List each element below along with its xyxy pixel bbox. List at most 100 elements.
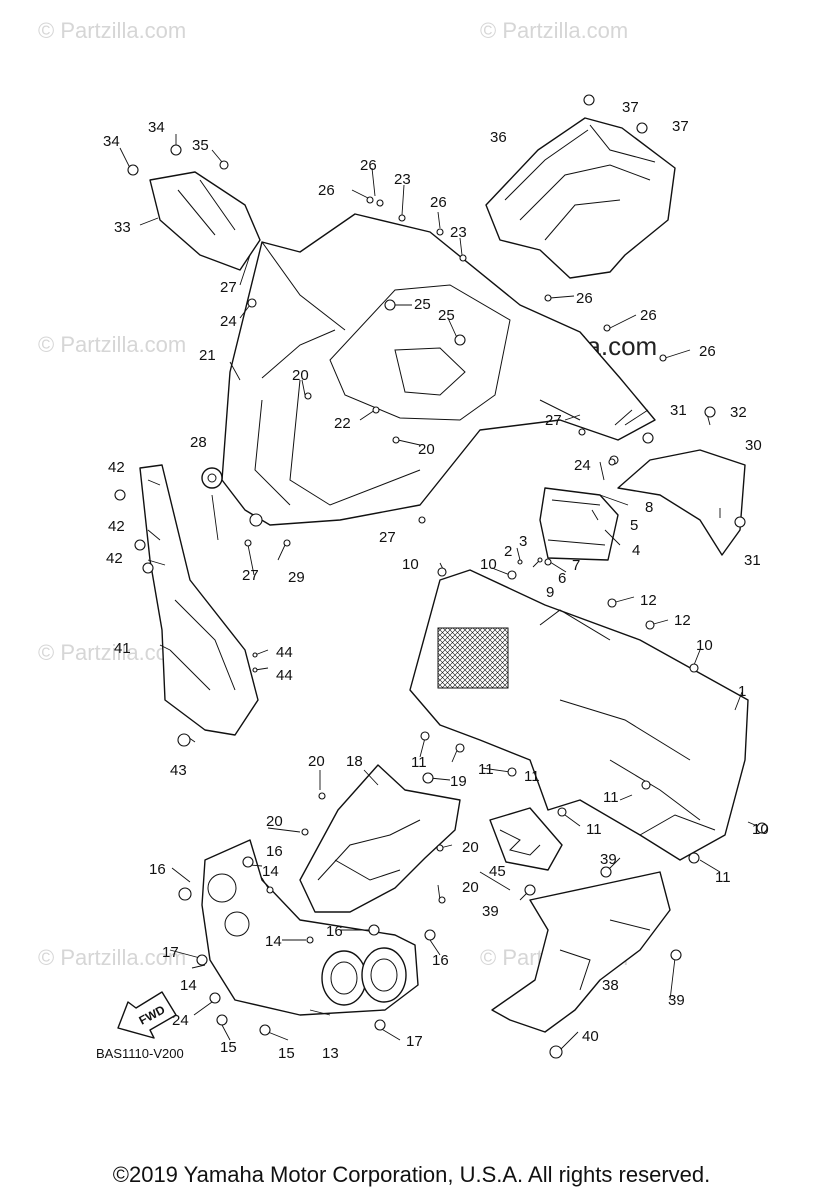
callout-23: 23 <box>394 171 411 188</box>
bolt-icon <box>259 1024 271 1036</box>
callout-20: 20 <box>266 813 283 830</box>
callout-40: 40 <box>582 1028 599 1045</box>
callout-25: 25 <box>438 307 455 324</box>
watermark: © Partzilla.com <box>38 640 186 665</box>
callout-30: 30 <box>745 437 762 454</box>
part-36-cowl-cover <box>485 117 676 279</box>
callout-17: 17 <box>162 944 179 961</box>
bolt-icon <box>114 489 126 501</box>
callout-10: 10 <box>752 821 769 838</box>
bolt-icon <box>549 1045 563 1059</box>
clip-icon <box>366 196 374 204</box>
clip-icon <box>244 539 252 547</box>
callout-23: 23 <box>450 224 467 241</box>
callout-42: 42 <box>108 459 125 476</box>
callout-45: 45 <box>489 863 506 880</box>
callout-10: 10 <box>696 637 713 654</box>
bolt-icon <box>507 767 517 777</box>
callout-27: 27 <box>220 279 237 296</box>
callout-31: 31 <box>670 402 687 419</box>
clip-icon <box>436 228 444 236</box>
callout-11: 11 <box>524 768 540 785</box>
screw-icon <box>642 432 654 444</box>
callout-2: 2 <box>504 543 512 560</box>
callout-11: 11 <box>411 754 427 771</box>
callout-27: 27 <box>242 567 259 584</box>
bolt-icon <box>641 780 651 790</box>
callout-37: 37 <box>672 118 689 135</box>
bolt-icon <box>689 663 699 673</box>
bolt-icon <box>134 539 146 551</box>
callout-8: 8 <box>645 499 653 516</box>
leader-lines <box>119 134 763 1051</box>
callout-16: 16 <box>266 843 283 860</box>
callout-16: 16 <box>149 861 166 878</box>
callout-34: 34 <box>148 119 165 136</box>
clip-icon <box>459 254 467 262</box>
callout-26: 26 <box>576 290 593 307</box>
callout-labels: 34 34 35 33 27 24 21 20 22 20 26 26 23 2… <box>96 99 769 1062</box>
watermark: © Partzilla.com <box>38 18 186 43</box>
bolt-icon <box>177 733 191 747</box>
callout-43: 43 <box>170 762 187 779</box>
callout-17: 17 <box>406 1033 423 1050</box>
callout-24: 24 <box>574 457 591 474</box>
callout-4: 4 <box>632 542 640 559</box>
callout-39: 39 <box>482 903 499 920</box>
bolt-icon <box>756 822 768 834</box>
callout-20: 20 <box>308 753 325 770</box>
callout-20: 20 <box>462 839 479 856</box>
bolt-icon <box>170 144 182 156</box>
clip-icon <box>266 886 274 894</box>
bolt-icon <box>422 772 434 784</box>
nut-icon <box>249 513 263 527</box>
clip-icon <box>304 392 312 400</box>
clip-icon <box>306 936 314 944</box>
part-13-headlight-housing <box>201 839 419 1016</box>
callout-11: 11 <box>715 869 731 886</box>
callout-44: 44 <box>276 667 293 684</box>
callout-26: 26 <box>360 157 377 174</box>
callout-39: 39 <box>600 851 617 868</box>
callout-27: 27 <box>545 412 562 429</box>
screw-icon <box>734 516 746 528</box>
clip-icon <box>318 792 326 800</box>
bolt-icon <box>196 954 208 966</box>
clip-icon <box>436 844 444 852</box>
clip-icon <box>283 539 291 547</box>
callout-16: 16 <box>432 952 449 969</box>
rivet-icon <box>384 299 396 311</box>
callout-11: 11 <box>586 821 602 838</box>
nut-icon <box>608 458 616 466</box>
screw-icon <box>607 598 617 608</box>
part-33-side-panel <box>149 171 261 271</box>
bolt-icon <box>420 731 430 741</box>
bolt-icon <box>688 852 700 864</box>
callout-35: 35 <box>192 137 209 154</box>
callout-26: 26 <box>699 343 716 360</box>
clip-icon <box>376 199 384 207</box>
callout-7: 7 <box>572 557 580 574</box>
clip-icon <box>517 559 523 565</box>
callout-42: 42 <box>106 550 123 567</box>
part-38-lower-fender <box>491 871 671 1033</box>
part-28-grommet <box>201 467 223 489</box>
clip-icon <box>418 516 426 524</box>
clip-icon <box>659 354 667 362</box>
callout-24: 24 <box>220 313 237 330</box>
callout-15: 15 <box>220 1039 237 1056</box>
callout-25: 25 <box>414 296 431 313</box>
bolt-icon <box>507 570 517 580</box>
watermark: © Partzilla.com <box>480 18 628 43</box>
callout-15: 15 <box>278 1045 295 1062</box>
clip-icon <box>544 558 552 566</box>
part-4-bracket <box>539 487 619 561</box>
part-21-front-cowl <box>221 213 656 526</box>
callout-16: 16 <box>326 923 343 940</box>
callout-10: 10 <box>480 556 497 573</box>
callout-22: 22 <box>334 415 351 432</box>
callout-12: 12 <box>640 592 657 609</box>
part-41-inner-panel <box>139 464 259 736</box>
bolt-icon <box>219 160 229 170</box>
